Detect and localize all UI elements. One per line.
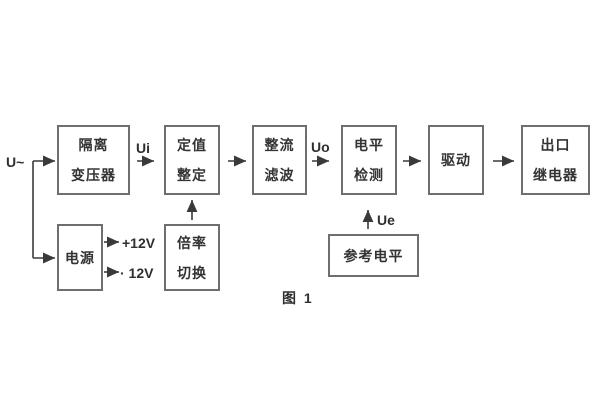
block-label: 整定 xyxy=(177,167,207,183)
block-label: 定值 xyxy=(177,137,207,153)
block-ratio-switch: 倍率 切换 xyxy=(164,224,220,291)
block-power-supply: 电源 xyxy=(57,224,103,291)
block-label: 检测 xyxy=(354,167,384,183)
block-level-detect: 电平 检测 xyxy=(341,125,397,195)
block-label: 电平 xyxy=(354,137,384,153)
uo-signal-label: Uo xyxy=(311,139,330,155)
block-reference-level: 参考电平 xyxy=(328,234,419,277)
ui-signal-label: Ui xyxy=(136,140,150,156)
plus12v-label: +12V xyxy=(122,235,156,251)
figure-caption: 图 1 xyxy=(282,290,314,306)
block-rectifier-filter: 整流 滤波 xyxy=(252,125,307,195)
block-label: 整流 xyxy=(264,137,295,153)
block-label: 电源 xyxy=(65,249,95,266)
minus12v-label: · 12V xyxy=(120,265,154,281)
ue-signal-label: Ue xyxy=(377,212,395,228)
block-label: 继电器 xyxy=(533,167,578,183)
block-setting-adjust: 定值 整定 xyxy=(164,125,220,195)
block-label: 变压器 xyxy=(71,167,116,183)
block-label: 出口 xyxy=(540,137,571,153)
block-label: 参考电平 xyxy=(343,247,404,264)
block-label: 滤波 xyxy=(264,167,295,183)
input-signal-label: U~ xyxy=(6,154,25,170)
block-label: 切换 xyxy=(177,264,207,281)
block-output-relay: 出口 继电器 xyxy=(521,125,590,195)
block-label: 驱动 xyxy=(441,152,471,168)
block-isolation-transformer: 隔离 变压器 xyxy=(57,125,130,195)
block-label: 隔离 xyxy=(78,137,109,153)
block-drive: 驱动 xyxy=(428,125,484,195)
block-label: 倍率 xyxy=(177,234,207,251)
